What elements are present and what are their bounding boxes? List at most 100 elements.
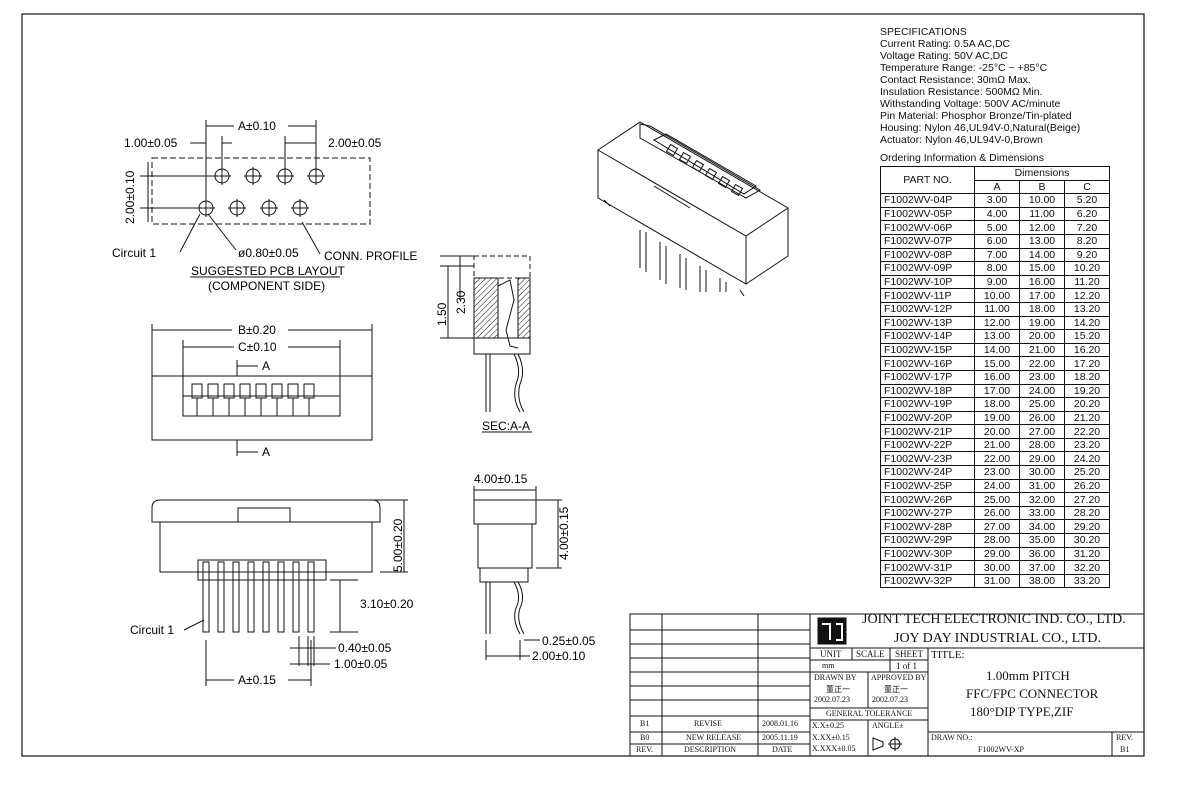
drawing-title-3: 180°DIP TYPE,ZIF xyxy=(970,704,1074,719)
dimension-cell: 14.00 xyxy=(1019,247,1065,263)
dimension-cell: 36.00 xyxy=(1019,546,1065,562)
dimension-cell: 11.00 xyxy=(974,301,1020,317)
dimension-cell: 9.20 xyxy=(1064,247,1110,263)
pcb-circuit1-label: Circuit 1 xyxy=(112,246,156,260)
part-number-cell: F1002WV-14P xyxy=(880,329,975,344)
dimension-cell: 38.00 xyxy=(1019,573,1065,589)
front-dim-pin-w: 0.40±0.05 xyxy=(338,641,392,655)
dimension-cell: 4.00 xyxy=(974,206,1020,222)
dimension-cell: 16.20 xyxy=(1064,342,1110,358)
dimension-cell: 18.00 xyxy=(1019,301,1065,317)
dimension-cell: 21.00 xyxy=(1019,342,1065,358)
dimension-cell: 17.20 xyxy=(1064,356,1110,371)
dimension-cell: 26.20 xyxy=(1064,478,1110,494)
dimension-cell: 33.20 xyxy=(1064,573,1110,589)
drawing-title-1: 1.00mm PITCH xyxy=(986,668,1070,683)
spec-line: Temperature Range: -25°C ~ +85°C xyxy=(880,62,1048,74)
part-number-cell: F1002WV-12P xyxy=(880,301,975,317)
dimension-cell: 23.00 xyxy=(974,465,1020,480)
dimension-cell: 23.00 xyxy=(1019,369,1065,385)
revision-desc: REVISE xyxy=(694,719,722,728)
dimension-cell: 29.20 xyxy=(1064,519,1110,535)
spec-line: Withstanding Voltage: 500V AC/minute xyxy=(880,98,1061,110)
dimension-cell: 18.20 xyxy=(1064,369,1110,385)
drawn-by-date: 2002.07.23 xyxy=(814,695,850,704)
dimension-cell: 10.00 xyxy=(974,288,1020,303)
side-dim-pin-spacing: 2.00±0.10 xyxy=(532,649,586,663)
part-number-cell: F1002WV-09P xyxy=(880,261,975,276)
part-number-cell: F1002WV-23P xyxy=(880,451,975,467)
part-number-cell: F1002WV-04P xyxy=(880,193,975,208)
dimension-cell: 20.20 xyxy=(1064,397,1110,412)
dimension-cell: 5.20 xyxy=(1064,193,1110,208)
col-a-header: A xyxy=(974,179,1020,195)
dimension-cell: 24.00 xyxy=(974,478,1020,494)
spec-heading: SPECIFICATIONS xyxy=(880,26,967,38)
dimension-cell: 28.20 xyxy=(1064,505,1110,521)
part-number-cell: F1002WV-28P xyxy=(880,519,975,535)
spec-line: Current Rating: 0.5A AC,DC xyxy=(880,38,1011,50)
dimension-cell: 27.00 xyxy=(974,519,1020,535)
projection-symbol xyxy=(872,737,902,751)
dimension-cell: 10.00 xyxy=(1019,193,1065,208)
side-dim-height: 4.00±0.15 xyxy=(557,506,571,560)
approved-by-name: 董正一 xyxy=(884,685,908,694)
pcb-dim-a: A±0.10 xyxy=(238,119,276,133)
dimension-cell: 24.00 xyxy=(1019,383,1065,399)
dimension-cell: 20.00 xyxy=(974,424,1020,439)
revision-date: 2005.11.19 xyxy=(762,733,798,742)
dimension-cell: 29.00 xyxy=(974,546,1020,562)
dimension-cell: 13.00 xyxy=(974,329,1020,344)
dimension-cell: 8.20 xyxy=(1064,233,1110,249)
dimension-cell: 17.00 xyxy=(974,383,1020,399)
part-number-cell: F1002WV-18P xyxy=(880,383,975,399)
dimension-cell: 26.00 xyxy=(1019,410,1065,426)
dimensions-header: Dimensions xyxy=(974,166,1110,181)
part-number-cell: F1002WV-24P xyxy=(880,465,975,480)
spec-line: Pin Material: Phosphor Bronze/Tin-plated xyxy=(880,110,1072,122)
specifications: SPECIFICATIONS Current Rating: 0.5A AC,D… xyxy=(880,26,1080,146)
front-dim-a: A±0.15 xyxy=(238,673,276,687)
dimension-cell: 6.20 xyxy=(1064,206,1110,222)
dimension-cell: 19.00 xyxy=(1019,315,1065,331)
dimension-cell: 27.00 xyxy=(1019,424,1065,439)
sheet-border xyxy=(21,13,1145,757)
dimension-cell: 7.20 xyxy=(1064,220,1110,235)
rev-value: B1 xyxy=(1120,745,1130,754)
side-view xyxy=(473,486,562,660)
dimension-cell: 19.20 xyxy=(1064,383,1110,399)
dimension-cell: 15.00 xyxy=(974,356,1020,371)
part-number-cell: F1002WV-32P xyxy=(880,573,975,589)
section-view xyxy=(440,255,532,433)
dimension-cell: 19.00 xyxy=(974,410,1020,426)
revision-rev: B0 xyxy=(640,733,650,742)
col-c-header: C xyxy=(1064,179,1110,195)
dimension-cell: 11.00 xyxy=(1019,206,1065,222)
rev-column-header: REV. xyxy=(636,745,653,754)
pcb-hole-dim: ø0.80±0.05 xyxy=(238,246,299,260)
spec-line: Voltage Rating: 50V AC,DC xyxy=(880,50,1008,62)
front-view-pins xyxy=(202,561,315,633)
part-number-cell: F1002WV-17P xyxy=(880,369,975,385)
spec-line: Contact Resistance: 30mΩ Max. xyxy=(880,74,1031,86)
part-number-cell: F1002WV-05P xyxy=(880,206,975,222)
isometric-slots xyxy=(665,143,744,197)
dimension-cell: 31.00 xyxy=(974,573,1020,589)
pcb-dim-row-pitch: 2.00±0.05 xyxy=(328,136,382,150)
revision-rev: B1 xyxy=(640,719,650,728)
dimension-cell: 29.00 xyxy=(1019,451,1065,467)
